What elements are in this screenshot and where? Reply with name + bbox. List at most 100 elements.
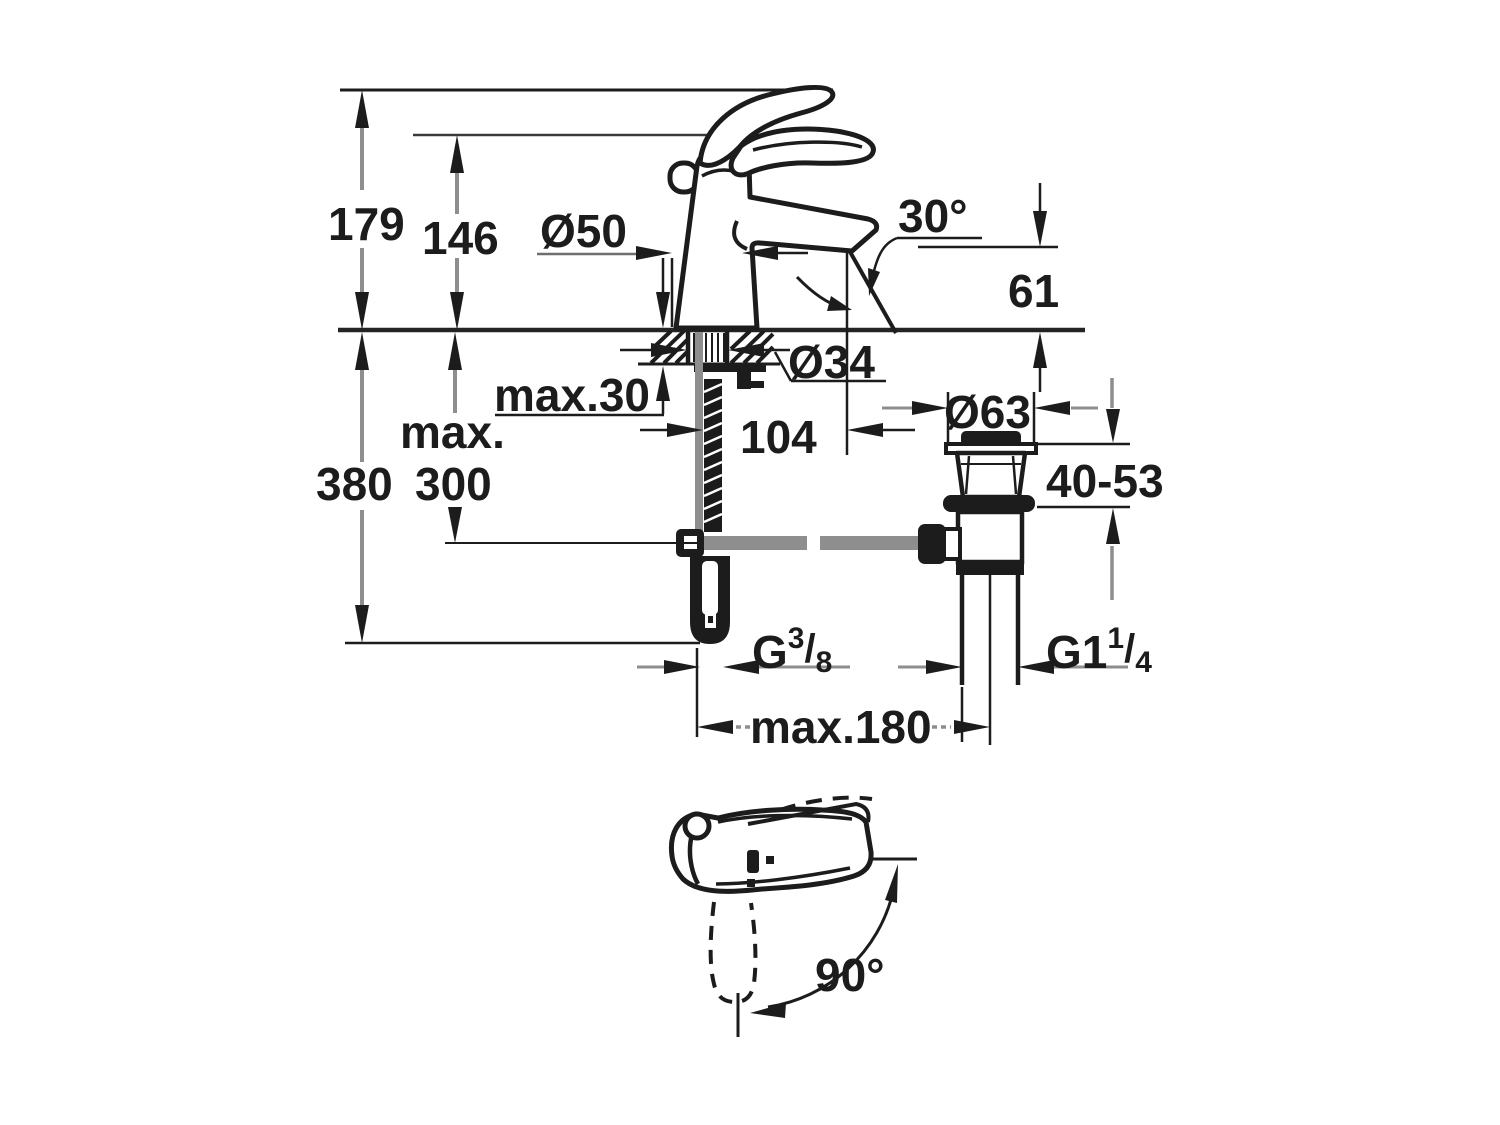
handle-top-outline [668, 806, 874, 894]
thread-slash: / [1124, 627, 1135, 671]
angle-arc-arrowhead [827, 296, 852, 311]
horizontal-rod-segment-2 [820, 536, 919, 550]
handle-swung-dashed-down [708, 901, 758, 1005]
dim-total-height: 179 [328, 90, 405, 330]
dim-waste-thread: G11/4 [898, 622, 1152, 679]
arc-arrowhead-top [885, 864, 898, 903]
handle-blade-edge [747, 801, 871, 826]
arrowhead-up [1106, 508, 1120, 544]
handle-mark-dot [747, 879, 755, 887]
dim-spout-projection: 104 [640, 411, 915, 463]
dim-label-max: max. [400, 406, 505, 458]
popup-rod [695, 332, 703, 532]
aerator-detail [732, 220, 748, 251]
swing-arc [767, 891, 895, 1009]
dim-label-61: 61 [1008, 265, 1059, 317]
arrowhead-down [450, 292, 464, 330]
handle-top-contour-upper [717, 813, 853, 824]
waste-oring [943, 495, 1035, 512]
mounting-washer [694, 364, 766, 372]
thread-sub: 4 [1135, 646, 1152, 679]
handle-top-contour-lower [715, 866, 851, 886]
arrowhead-down [448, 507, 462, 543]
hose-mark-detail [708, 616, 713, 623]
handle-mark-pill [747, 850, 759, 873]
dim-label-max30: max.30 [494, 369, 650, 421]
arrowhead-left [723, 660, 759, 674]
hole-dia-leader [773, 351, 886, 383]
dim-label-dia50: Ø50 [540, 205, 627, 257]
dim-label-104: 104 [740, 411, 817, 463]
dim-hole-diameter: Ø34 [620, 336, 875, 388]
dim-label-300: 300 [415, 458, 492, 510]
shank-walls [685, 331, 730, 363]
dim-label-146: 146 [422, 212, 499, 264]
below-deck-assembly [676, 332, 919, 644]
dim-rod-reach: max.180 [697, 701, 990, 753]
arrowhead-left [742, 246, 778, 260]
dim-label-90deg: 90° [815, 949, 885, 1001]
thread-base: G [752, 626, 788, 678]
dim-hose-drop: 380 [316, 332, 393, 643]
dim-supply-thread: G3/8 [637, 622, 850, 679]
arrowhead-right [954, 720, 990, 734]
mounting-bracket [737, 372, 751, 389]
leader-arrowhead [868, 268, 880, 296]
stream-line [847, 249, 898, 334]
dim-handle-height: 146 [422, 135, 499, 330]
arrowhead-right [651, 343, 687, 357]
arrowhead-up [656, 366, 670, 401]
arc-arrowhead-bottom [750, 1003, 786, 1018]
thread-base: G1 [1046, 626, 1107, 678]
horizontal-rod-segment-1 [704, 536, 807, 550]
dim-deck-thickness: max.30 [494, 258, 670, 421]
thread-slash: / [804, 627, 815, 671]
dim-label-40-53: 40-53 [1046, 455, 1164, 507]
handle-grip-detail [752, 140, 863, 152]
waste-body [955, 509, 1025, 565]
rod-knob [918, 524, 946, 564]
arrowhead-down [656, 292, 670, 328]
arrowhead-right [664, 660, 700, 674]
arrowhead-left [728, 343, 764, 357]
rod-knob-connector [942, 527, 962, 561]
arrowhead-down [355, 292, 369, 330]
dim-clamp-range: 40-53 [1046, 378, 1164, 600]
handle-top-view: 90° [668, 795, 917, 1037]
waste-nut [956, 561, 1024, 575]
thread-sup: 1 [1107, 622, 1124, 655]
popup-waste-assembly [918, 431, 1038, 685]
arrowhead-left [847, 423, 883, 437]
leader-curve [872, 236, 898, 272]
arrowhead-up [450, 135, 464, 173]
dim-outlet-height: 61 [1008, 183, 1059, 392]
arrowhead-down [1106, 409, 1120, 443]
dim-base-diameter: Ø50 [540, 205, 808, 260]
arrowhead-right [636, 246, 672, 260]
dim-label-30deg: 30° [898, 190, 968, 242]
dim-label-179: 179 [328, 198, 405, 250]
arrowhead-right [926, 660, 962, 674]
arrowhead-right [667, 423, 703, 437]
stud-hatch-texture [703, 382, 723, 524]
arrowhead-up [355, 332, 369, 370]
arrowhead-up [1033, 332, 1047, 368]
arrowhead-right [912, 401, 948, 415]
thread-sub: 8 [816, 646, 833, 679]
dim-label-g114: G11/4 [1046, 622, 1152, 679]
dim-label-dia63: Ø63 [944, 386, 1031, 438]
dim-label-max180: max.180 [750, 701, 932, 753]
handle-mark-square [766, 856, 774, 864]
arrowhead-down [1033, 211, 1047, 247]
mounting-foot [751, 381, 764, 388]
arrowhead-left [697, 720, 733, 734]
thread-sup: 3 [788, 622, 805, 655]
dim-flange-diameter: Ø63 [882, 386, 1098, 438]
handle-grip [728, 126, 876, 178]
tailpipe-walls [959, 575, 1021, 685]
supply-hose-slot [702, 561, 718, 615]
handle-ring-knob [682, 811, 712, 841]
arrowhead-up [448, 332, 462, 370]
